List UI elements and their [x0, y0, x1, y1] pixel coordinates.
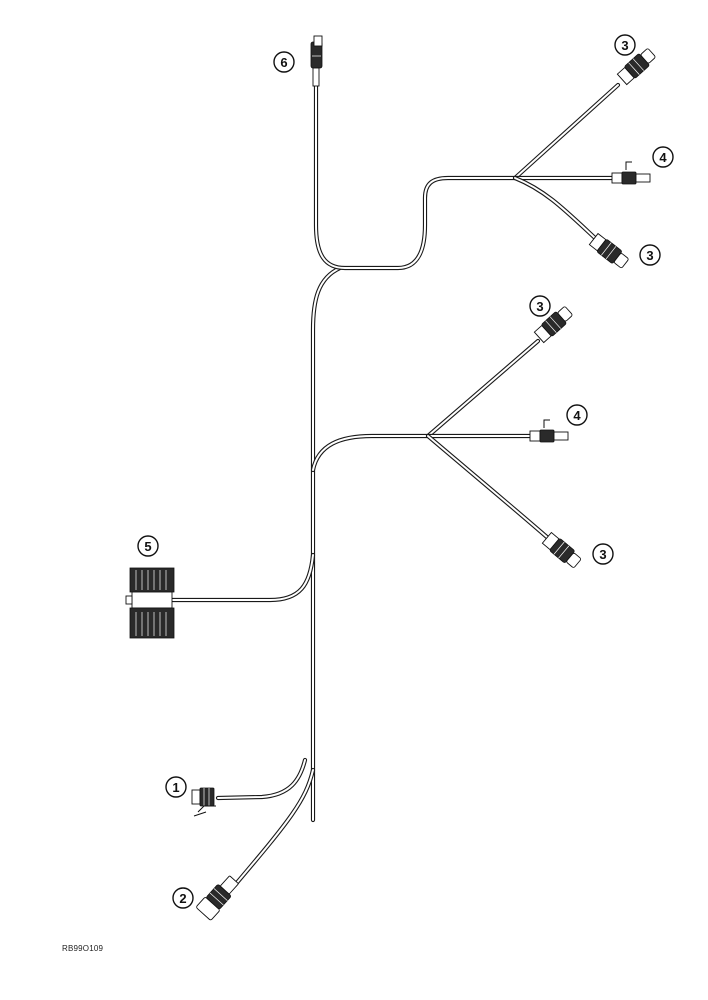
connector-3-upper-bottom — [588, 232, 629, 269]
svg-text:4: 4 — [573, 408, 581, 423]
callouts: 6 3 4 3 3 4 3 5 — [137, 34, 674, 909]
callout-3-middle-bottom: 3 — [592, 543, 614, 565]
lead-5-wire — [165, 552, 316, 603]
svg-text:6: 6 — [280, 55, 287, 70]
connector-3-upper-top — [616, 48, 656, 86]
callout-2: 2 — [172, 887, 194, 909]
lead-1-wire — [215, 757, 308, 801]
figure-code: RB99O109 — [62, 944, 104, 953]
connector-1 — [191, 787, 216, 817]
svg-text:5: 5 — [144, 539, 151, 554]
svg-text:4: 4 — [659, 150, 667, 165]
connector-3-middle-bottom — [541, 531, 582, 568]
svg-text:3: 3 — [599, 547, 606, 562]
upper-branch-down-wire — [512, 175, 598, 241]
connector-4-upper — [611, 161, 651, 185]
callout-1: 1 — [165, 776, 187, 798]
svg-text:3: 3 — [646, 248, 653, 263]
lead-2-wire — [232, 767, 316, 888]
svg-text:2: 2 — [179, 891, 186, 906]
middle-branch-wire — [310, 433, 431, 473]
connector-5 — [125, 567, 175, 639]
svg-text:3: 3 — [536, 299, 543, 314]
callout-4-middle: 4 — [566, 404, 588, 426]
connector-2 — [196, 875, 239, 921]
connector-4-middle — [529, 419, 569, 443]
svg-text:1: 1 — [172, 780, 179, 795]
callout-3-middle-top: 3 — [529, 295, 551, 317]
harness-wires — [165, 82, 621, 888]
connector-3-middle-top — [533, 306, 573, 344]
callout-3-upper-top: 3 — [614, 34, 636, 56]
main-trunk-wire — [310, 265, 343, 823]
callout-3-upper-bottom: 3 — [639, 244, 661, 266]
svg-text:3: 3 — [621, 38, 628, 53]
callout-4-upper: 4 — [652, 146, 674, 168]
connector-6 — [310, 35, 323, 87]
callout-5: 5 — [137, 535, 159, 557]
callout-6: 6 — [273, 51, 295, 73]
